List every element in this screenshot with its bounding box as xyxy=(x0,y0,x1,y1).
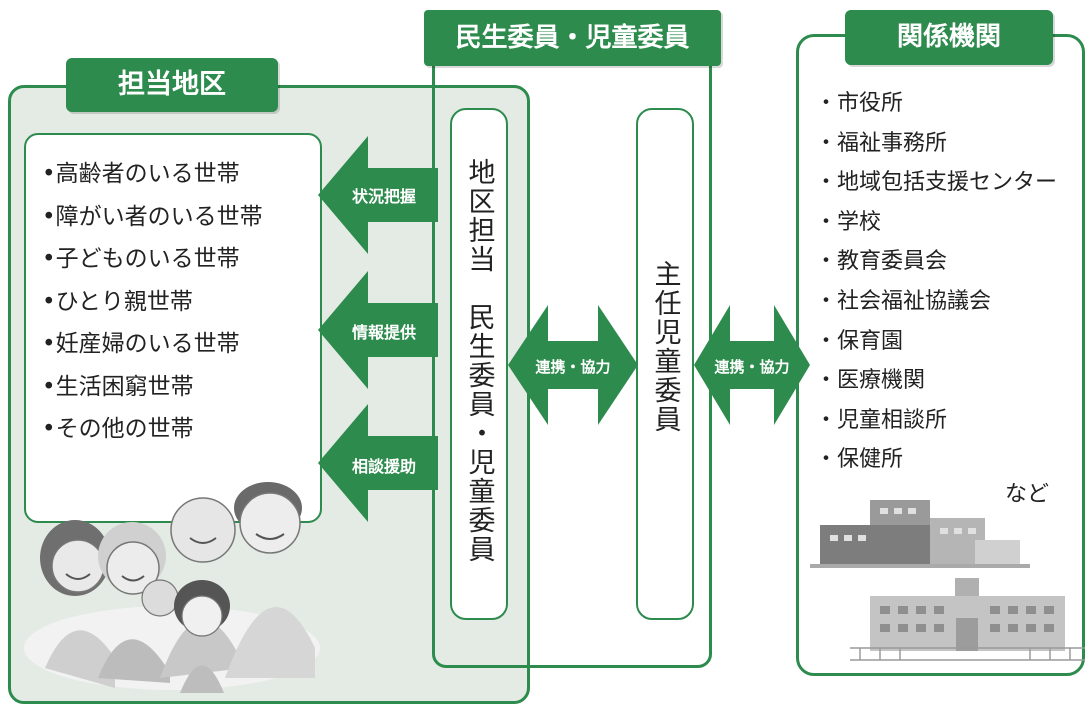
chief-member-label: 主任児童委員 xyxy=(649,260,681,434)
coop-arrow-center xyxy=(508,305,638,425)
household-item: •子どものいる世帯 xyxy=(42,246,240,272)
district-member-label: 地区担当 民生委員・児童委員 xyxy=(463,158,495,564)
coop-arrow-right xyxy=(694,305,810,425)
household-list: •高齢者のいる世帯 •障がい者のいる世帯 •子どものいる世帯 •ひとり親世帯 •… xyxy=(42,153,320,451)
committee-title-tab: 民生委員・児童委員 xyxy=(424,10,721,66)
agency-item: ・市役所 xyxy=(815,91,904,116)
agency-item: ・医療機関 xyxy=(815,368,926,394)
household-list-panel: •高齢者のいる世帯 •障がい者のいる世帯 •子どものいる世帯 •ひとり親世帯 •… xyxy=(24,133,322,523)
etc-label: など xyxy=(1005,482,1050,507)
situation-label: 状況把握 xyxy=(351,187,416,206)
agency-item: ・社会福祉協議会 xyxy=(815,288,992,314)
coop-label-right: 連携・協力 xyxy=(714,358,790,376)
household-item: •ひとり親世帯 xyxy=(42,288,193,315)
chief-member-box: 主任児童委員 xyxy=(636,108,694,620)
household-item: •高齢者のいる世帯 xyxy=(42,161,240,187)
household-item: •生活困窮世帯 xyxy=(42,373,194,400)
district-member-box: 地区担当 民生委員・児童委員 xyxy=(450,108,508,620)
consult-label: 相談援助 xyxy=(351,457,416,476)
agency-item: ・地域包括支援センター xyxy=(815,170,1058,196)
agency-item: ・教育委員会 xyxy=(815,249,948,275)
agencies-title-tab: 関係機関 xyxy=(845,10,1053,65)
agency-item: ・学校 xyxy=(815,209,882,235)
agency-item: ・福祉事務所 xyxy=(815,130,948,156)
info-label: 情報提供 xyxy=(351,323,416,342)
info-arrow xyxy=(318,271,438,389)
household-item: •妊産婦のいる世帯 xyxy=(42,331,240,357)
district-title-tab: 担当地区 xyxy=(66,58,278,112)
situation-arrow xyxy=(318,136,438,254)
agency-item: ・保健所 xyxy=(815,447,904,473)
agency-list: ・市役所 ・福祉事務所 ・地域包括支援センター ・学校 ・教育委員会 ・社会福祉… xyxy=(815,84,1057,480)
agency-item: ・児童相談所 xyxy=(815,407,948,433)
office-building-illustration xyxy=(810,500,1030,568)
consult-arrow xyxy=(318,404,438,522)
school-building-illustration xyxy=(850,578,1085,661)
family-illustration xyxy=(24,482,320,693)
coop-label-center: 連携・協力 xyxy=(535,358,611,376)
agency-item: ・保育園 xyxy=(815,328,904,354)
household-item: •その他の世帯 xyxy=(42,416,194,442)
household-item: •障がい者のいる世帯 xyxy=(42,203,263,230)
